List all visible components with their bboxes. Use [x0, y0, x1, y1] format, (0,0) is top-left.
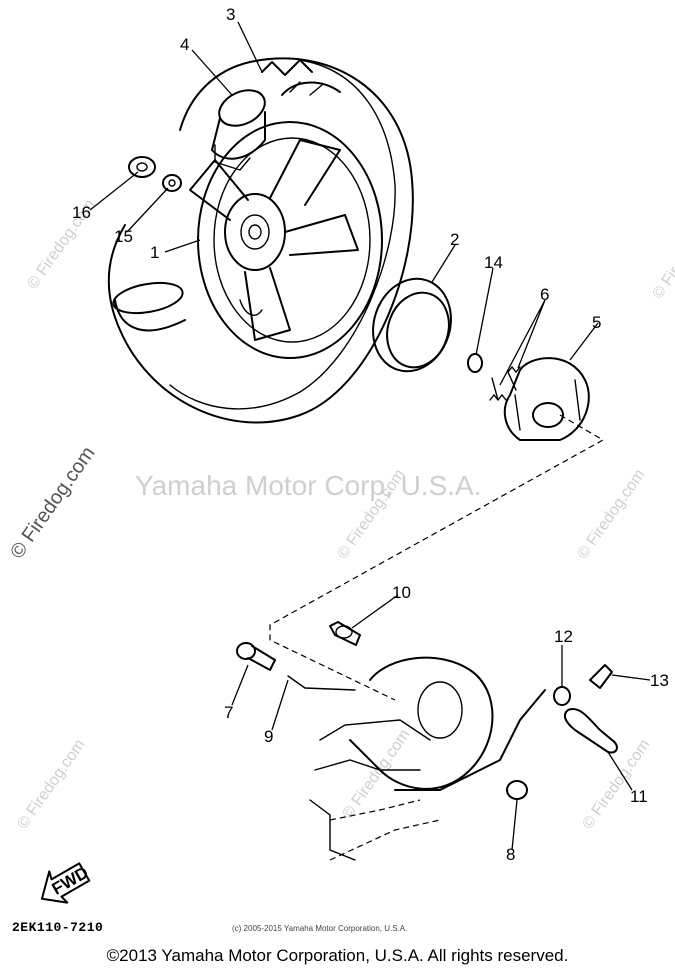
nut-and-washer: [128, 156, 182, 192]
wheel-assembly: [107, 57, 414, 424]
callout-7: 7: [224, 703, 233, 722]
watermark-site-1: © Firedog.com: [6, 443, 99, 563]
callout-8: 8: [506, 845, 515, 864]
leader-lines: [89, 21, 651, 851]
callout-5: 5: [592, 313, 601, 332]
callout-1: 1: [150, 243, 159, 262]
callout-14: 14: [484, 253, 503, 272]
springs: [489, 365, 521, 402]
watermarks: Yamaha Motor Corp, U.S.A. © Firedog.com …: [6, 196, 675, 832]
copyright-notice: ©2013 Yamaha Motor Corporation, U.S.A. A…: [106, 946, 569, 965]
callout-6: 6: [540, 285, 549, 304]
watermark-center: Yamaha Motor Corp, U.S.A.: [135, 470, 482, 501]
pin-9: [287, 675, 356, 691]
fwd-arrow-icon: FWD: [40, 862, 92, 904]
watermark-site-7: © Firedog.com: [574, 466, 648, 562]
callout-13: 13: [650, 671, 669, 690]
cam-lever-parts: [553, 664, 618, 754]
callout-2: 2: [450, 230, 459, 249]
part-code: 2EK110-7210: [12, 920, 104, 935]
bolt-7: [236, 642, 276, 671]
callout-16: 16: [72, 203, 91, 222]
callout-15: 15: [114, 227, 133, 246]
callout-11: 11: [630, 787, 648, 806]
callout-3: 3: [226, 5, 235, 24]
assembly-line: [269, 414, 605, 701]
brake-shoe: [503, 357, 590, 441]
brake-cam: [329, 621, 361, 646]
callout-numbers: 1 2 3 4 5 6 7 8 9 10 11 12 13 14 15 16: [72, 5, 669, 864]
callout-4: 4: [180, 35, 189, 54]
callout-12: 12: [554, 627, 573, 646]
nut-8: [506, 780, 528, 800]
washer-14: [467, 353, 483, 373]
watermark-site-8: © Firedog.com: [649, 206, 675, 302]
brake-panel: [309, 656, 546, 861]
watermark-site-5: © Firedog.com: [14, 736, 88, 832]
callout-10: 10: [392, 583, 411, 602]
small-copyright: (c) 2005-2015 Yamaha Motor Corporation, …: [232, 924, 408, 933]
callout-9: 9: [264, 727, 273, 746]
brake-drum-ring: [372, 277, 452, 373]
